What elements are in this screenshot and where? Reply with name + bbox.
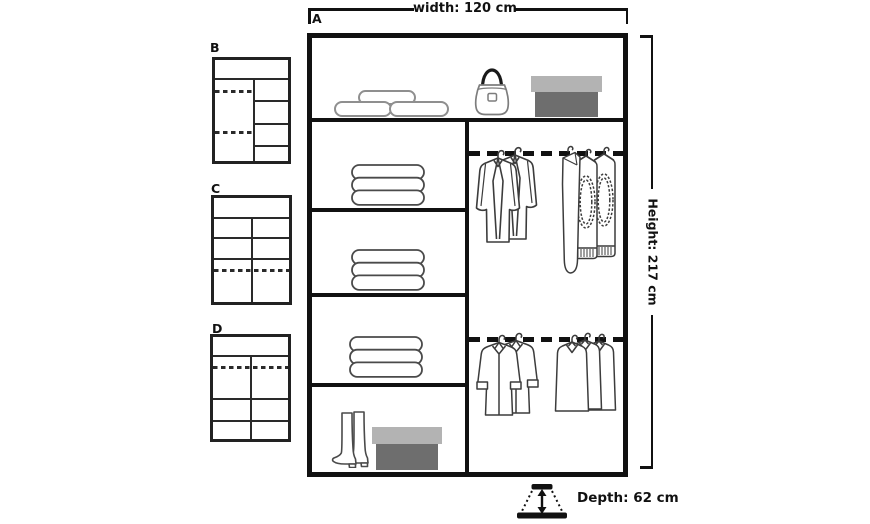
width-dimension-label: width: 120 cm (413, 1, 517, 16)
variant-d-diagram (210, 334, 291, 442)
depth-arrow-icon (517, 484, 567, 519)
center-vertical-divider (465, 118, 469, 472)
wardrobe-a-outline (307, 33, 628, 477)
width-dimension-line-left (308, 8, 414, 11)
height-dimension-line-top (650, 35, 653, 189)
shelf-line (213, 420, 288, 422)
coat-icon (476, 332, 539, 416)
width-dimension-tick-right (625, 8, 628, 24)
width-dimension-line-right (514, 8, 628, 11)
folded-duvet-icon (334, 101, 392, 117)
width-dimension-tick-left (308, 8, 311, 24)
boots-icon (331, 411, 369, 468)
hanging-rail (215, 90, 253, 93)
diagram-c-label: C (211, 181, 221, 196)
shoe-box-lid (372, 427, 442, 444)
depth-dimension-label: Depth: 62 cm (577, 490, 679, 506)
handbag-icon (474, 68, 510, 116)
folded-duvet-icon (389, 101, 449, 117)
folded-clothes-icon (351, 164, 425, 206)
shirt-icon (554, 332, 617, 412)
shelf-line (255, 145, 288, 147)
left-shelf-divider-2 (312, 293, 465, 297)
shelf-line (255, 100, 288, 102)
height-dimension-tick-bottom (640, 466, 653, 469)
height-dimension-label: Height: 217 cm (645, 198, 661, 306)
hanging-rail-lower (469, 337, 623, 342)
shelf-line (213, 398, 288, 400)
variant-b-diagram (212, 57, 291, 164)
hanging-rail (215, 131, 253, 134)
divider-line (253, 78, 255, 161)
shelf-line (214, 258, 289, 260)
variant-c-diagram (211, 195, 292, 305)
height-dimension-tick-top (640, 35, 653, 38)
sweater-icon (561, 145, 616, 274)
shoe-box-icon (376, 444, 438, 470)
divider-line (250, 355, 252, 439)
diagram-a-label: A (312, 11, 322, 26)
storage-box-lid (531, 76, 602, 92)
hanging-rail-upper (469, 151, 623, 156)
height-dimension-line-bottom (650, 315, 653, 468)
shelf-line (255, 123, 288, 125)
shelf-line (214, 237, 289, 239)
shelf-line (215, 78, 288, 80)
folded-clothes-icon (351, 249, 425, 291)
left-shelf-divider-1 (312, 208, 465, 212)
diagram-d-label: D (212, 321, 223, 336)
folded-clothes-icon (349, 336, 423, 378)
left-shelf-divider-3 (312, 383, 465, 387)
jacket-icon (475, 146, 538, 243)
storage-box-icon (535, 92, 598, 117)
diagram-b-label: B (210, 40, 220, 55)
long-garment-icon (561, 145, 581, 274)
